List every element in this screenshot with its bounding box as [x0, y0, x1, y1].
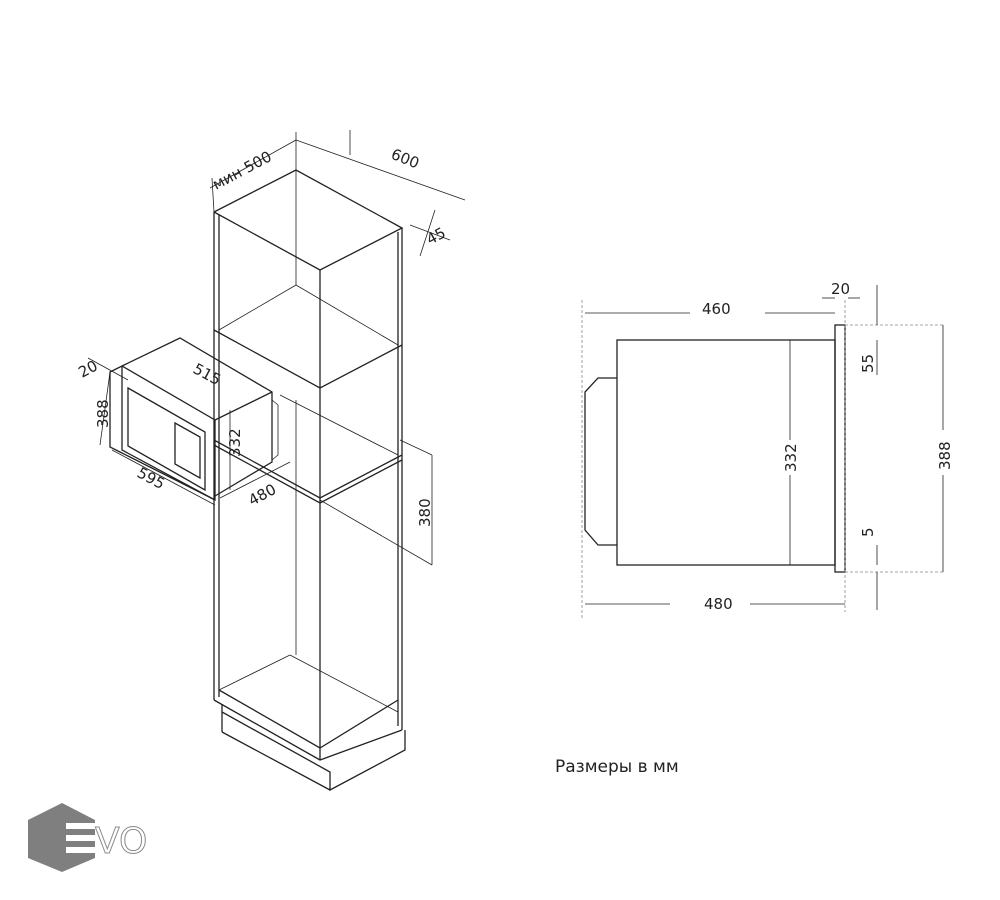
dim-600: 600	[389, 145, 422, 172]
microwave	[109, 337, 279, 502]
side-view: 460 20 55 332 388 5 480	[581, 280, 954, 620]
dim-45: 45	[423, 224, 448, 249]
dim-388-side: 388	[936, 441, 954, 470]
dim-20: 20	[75, 357, 100, 382]
iso-dimension-labels: мин 500 600 45 20 388 515 332 595 480 38…	[75, 145, 448, 527]
svg-text:VO: VO	[95, 821, 147, 862]
dim-595: 595	[134, 464, 168, 493]
dim-332: 332	[226, 428, 244, 457]
dim-460: 460	[702, 300, 731, 318]
units-caption: Размеры в мм	[555, 757, 679, 777]
dim-332-side: 332	[782, 443, 800, 472]
dim-20-side: 20	[831, 280, 850, 298]
evo-logo: VO	[28, 803, 148, 872]
dim-5: 5	[859, 527, 877, 537]
cabinet	[213, 169, 406, 792]
dim-55: 55	[859, 354, 877, 373]
dim-480-side: 480	[704, 595, 733, 613]
dim-480: 480	[245, 480, 279, 509]
dim-380: 380	[416, 498, 434, 527]
iso-dimension-lines	[87, 130, 466, 566]
dim-388: 388	[94, 399, 112, 428]
